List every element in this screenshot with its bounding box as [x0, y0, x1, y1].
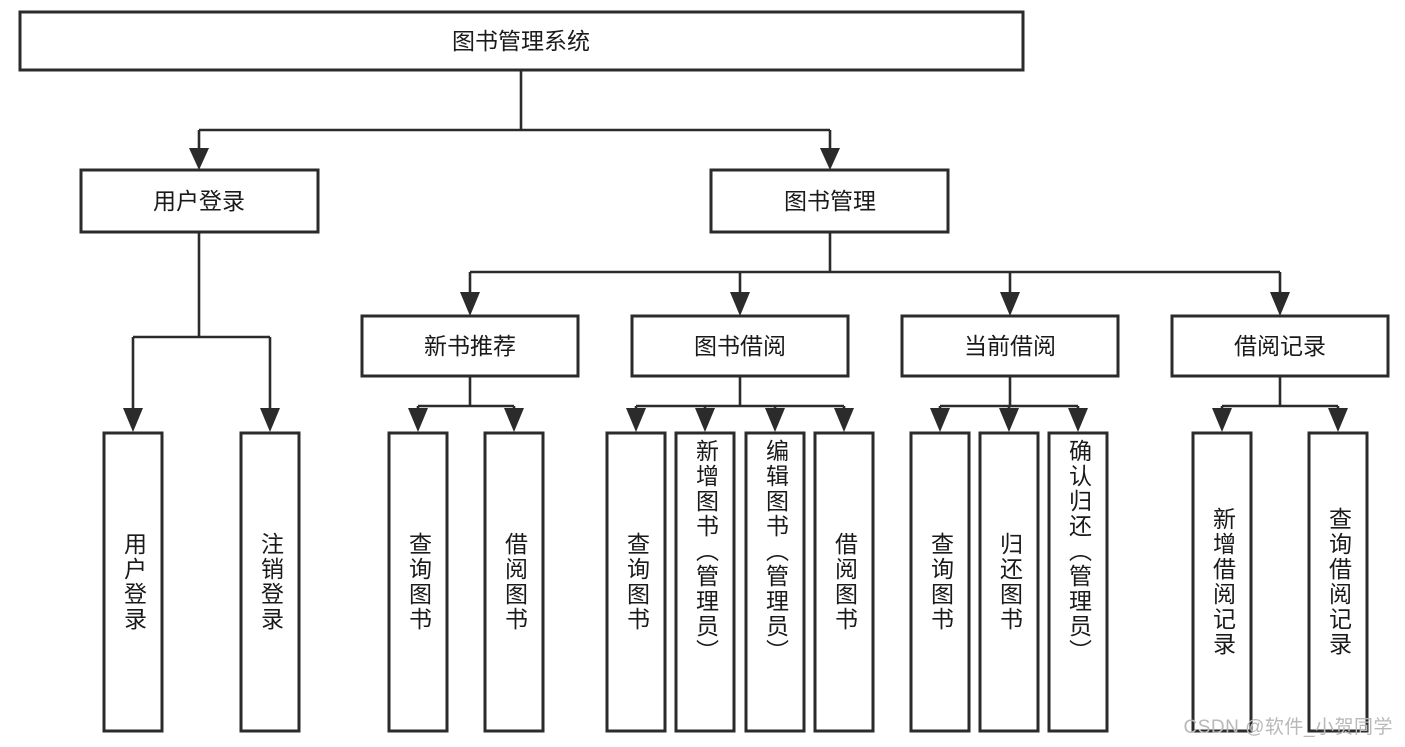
- arrow-user-to-leaf1: [123, 408, 143, 432]
- arrow-root-to-book: [820, 148, 840, 170]
- arrow-book-to-current-borrow: [1000, 292, 1020, 316]
- leaf-borrow-record-1[interactable]: [1191, 431, 1253, 733]
- leaf-book-borrow-2[interactable]: [674, 431, 736, 733]
- leaf-book-borrow-3[interactable]: [744, 431, 806, 733]
- leaf-current-borrow-2[interactable]: [978, 431, 1040, 733]
- arrow-currentborrow-to-leaf1: [930, 408, 950, 432]
- arrow-newbook-to-leaf1: [408, 408, 428, 432]
- node-root[interactable]: [18, 10, 1025, 72]
- node-book-manage[interactable]: [709, 168, 950, 234]
- leaf-current-borrow-1[interactable]: [909, 431, 971, 733]
- arrow-bookborrow-to-leaf1: [626, 408, 646, 432]
- node-root-label: 图书管理系统: [452, 28, 590, 54]
- arrow-currentborrow-to-leaf2: [999, 408, 1019, 432]
- arrow-borrowrecord-to-leaf2: [1328, 408, 1348, 432]
- leaf-user-login-2[interactable]: [239, 431, 301, 733]
- connector-group-new-book: [408, 376, 524, 432]
- node-borrow-record-label: 借阅记录: [1234, 333, 1326, 359]
- node-book-borrow[interactable]: [630, 314, 850, 378]
- node-current-borrow-label: 当前借阅: [964, 333, 1056, 359]
- leaf-user-login-1[interactable]: [102, 431, 164, 733]
- connector-group-current-borrow: [930, 376, 1088, 432]
- leaf-new-book-1[interactable]: [387, 431, 449, 733]
- arrow-bookborrow-to-leaf2: [695, 408, 715, 432]
- arrow-bookborrow-to-leaf3: [765, 408, 785, 432]
- node-new-book-label: 新书推荐: [424, 333, 516, 359]
- leaf-borrow-record-2[interactable]: [1307, 431, 1369, 733]
- arrow-user-to-leaf2: [260, 408, 280, 432]
- node-new-book[interactable]: [360, 314, 580, 378]
- arrow-borrowrecord-to-leaf1: [1212, 408, 1232, 432]
- node-book-borrow-label: 图书借阅: [694, 333, 786, 359]
- node-book-manage-label: 图书管理: [784, 188, 876, 214]
- arrow-bookborrow-to-leaf4: [834, 408, 854, 432]
- node-borrow-record[interactable]: [1170, 314, 1390, 378]
- connector-group-root: [189, 70, 840, 170]
- node-current-borrow[interactable]: [900, 314, 1120, 378]
- leaf-book-borrow-4[interactable]: [813, 431, 875, 733]
- connector-group-borrow-record: [1212, 376, 1348, 432]
- connector-group-book-borrow: [626, 376, 854, 432]
- node-user-login-label: 用户登录: [153, 188, 245, 214]
- node-user-login[interactable]: [79, 168, 320, 234]
- arrow-book-to-book-borrow: [730, 292, 750, 316]
- arrow-book-to-borrow-record: [1270, 292, 1290, 316]
- leaf-new-book-2[interactable]: [483, 431, 545, 733]
- leaf-current-borrow-3[interactable]: [1047, 431, 1109, 733]
- arrow-root-to-user: [189, 148, 209, 170]
- arrow-book-to-new-book: [460, 292, 480, 316]
- connector-group-user-login: [123, 232, 280, 432]
- leaf-book-borrow-1[interactable]: [605, 431, 667, 733]
- arrow-currentborrow-to-leaf3: [1068, 408, 1088, 432]
- connector-group-book-manage: [460, 232, 1290, 316]
- arrow-newbook-to-leaf2: [504, 408, 524, 432]
